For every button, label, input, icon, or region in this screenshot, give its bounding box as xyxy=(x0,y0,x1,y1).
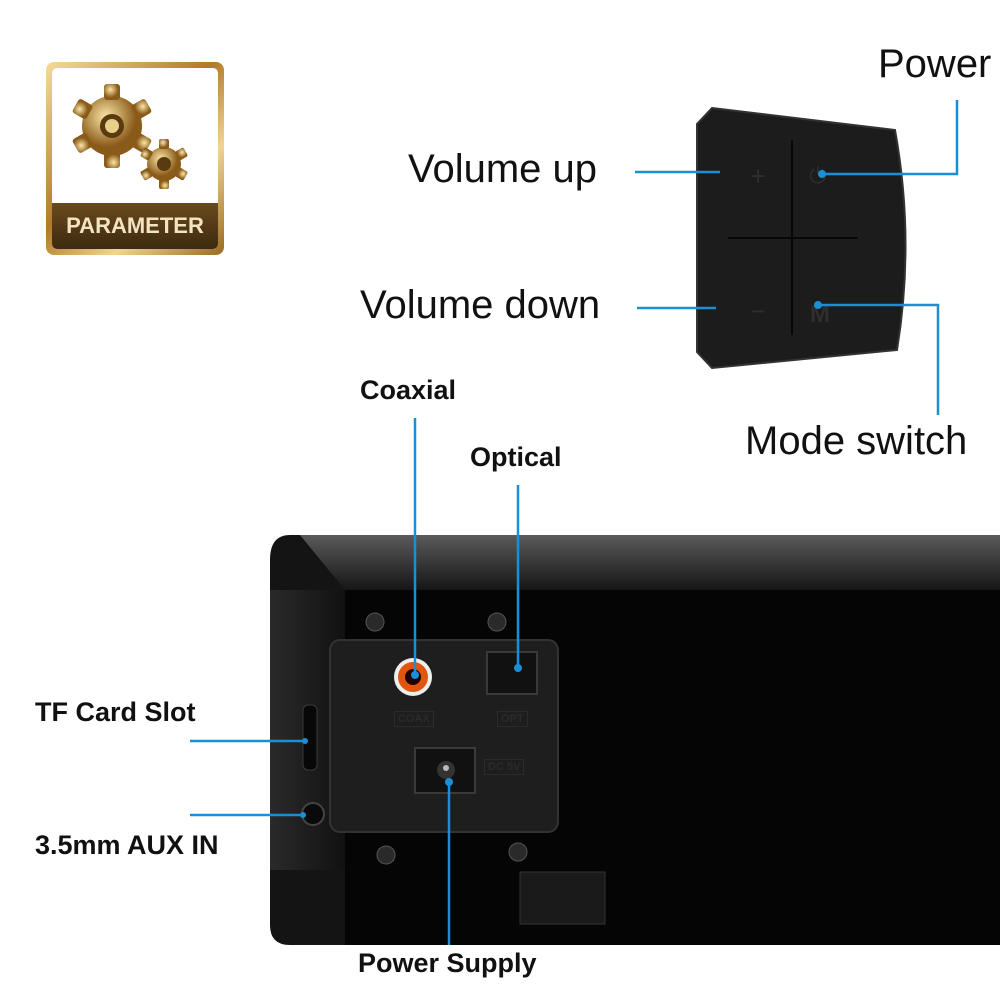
label-power: Power xyxy=(878,42,992,86)
callout-lines xyxy=(190,100,959,945)
label-volume-down: Volume down xyxy=(360,283,601,327)
opt-embossed-label: OPT xyxy=(497,711,528,727)
badge-label: PARAMETER xyxy=(52,203,218,249)
label-power-supply: Power Supply xyxy=(358,948,537,978)
label-tf-card-slot: TF Card Slot xyxy=(35,697,196,727)
gears-icon xyxy=(71,84,189,189)
plus-icon: + xyxy=(750,161,765,191)
label-coaxial: Coaxial xyxy=(360,375,457,405)
coax-embossed-label: COAX xyxy=(394,711,434,727)
label-volume-up: Volume up xyxy=(408,147,598,191)
soundbar xyxy=(270,535,1000,945)
minus-icon: − xyxy=(750,296,765,326)
dc-embossed-label: DC 5V xyxy=(484,759,525,775)
label-aux-in: 3.5mm AUX IN xyxy=(35,830,219,860)
control-panel: + ⏻ − M xyxy=(696,106,907,370)
mode-icon: M xyxy=(810,301,830,328)
label-optical: Optical xyxy=(470,442,562,472)
power-icon: ⏻ xyxy=(809,163,826,188)
label-mode-switch: Mode switch xyxy=(745,419,968,463)
parameter-badge: PARAMETER xyxy=(46,62,224,255)
